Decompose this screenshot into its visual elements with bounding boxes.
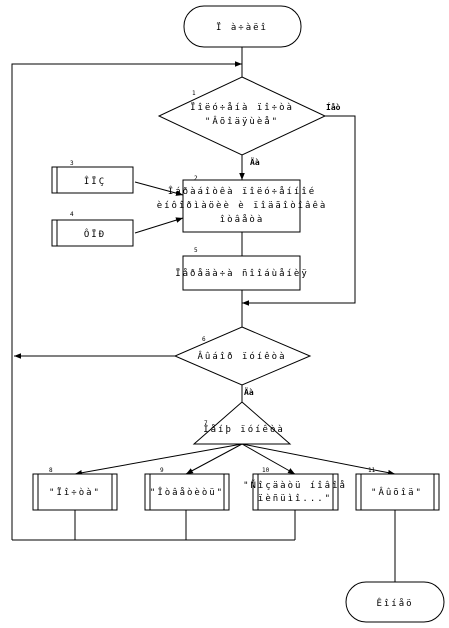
decision1-line2: "Âõîäÿùèå" [205,115,279,127]
box8-number: 8 [49,467,53,474]
box9-label: "Îòâåòèòü" [150,486,224,498]
connector-menu-to-box9 [185,443,243,475]
process2-line3: îòâåòà [220,214,265,225]
box10-number: 10 [262,467,270,474]
connector-menu-to-box10 [241,443,296,475]
triangle7-label: Ìåíþ ïóíêòà [203,423,285,435]
process2-number: 2 [194,175,198,182]
fpr-number: 4 [70,211,74,218]
opz-label: ÎÏÇ [84,175,106,187]
box9-number: 9 [160,467,164,474]
triangle7-number: 7 [204,420,208,427]
box-mail: 8 "Ïî÷òà" [32,467,118,511]
connector-decision1-no [242,115,356,306]
process-send-message: 5 Ïåðåäà÷à ñîîáùåíèÿ [175,247,309,291]
process2-line2: èíôîðìàöèè è ïîäãîòîâêà [157,200,328,211]
decision6-label: Âûáîð ïóíêòà [197,350,286,362]
loop-back-line [11,61,242,540]
decision-mail-received: 1 Ïîëó÷åíà ïî÷òà "Âõîäÿùèå" Íåò Äà [157,76,341,167]
connector-menu-to-box8 [74,443,243,476]
opz-box: 3 ÎÏÇ [51,160,134,194]
decision6-number: 6 [202,336,206,343]
box-new-letter: 10 "Ñîçäàòü íîâîå ïèñüìî..." [243,467,347,511]
start-terminator: Ï à÷àëî [183,5,302,48]
decision1-no-label: Íåò [326,101,341,112]
start-label: Ï à÷àëî [216,22,268,33]
decision1-yes-label: Äà [250,157,260,167]
connector-menu-to-box11 [241,443,396,476]
fpr-label: ÔÏÐ [84,228,106,240]
decision6-yes-label: Äà [244,387,254,397]
end-label: Êîíåö [376,597,413,609]
box-exit: 11 "Âûõîä" [355,467,440,511]
decision1-line1: Ïîëó÷åíà ïî÷òà [190,102,294,113]
decision1-number: 1 [192,90,196,97]
connector-opz-to-process2 [134,181,184,196]
process5-number: 5 [194,247,198,254]
box-reply: 9 "Îòâåòèòü" [144,467,230,511]
fpr-box: 4 ÔÏÐ [51,211,134,247]
box10-line1: "Ñîçäàòü íîâîå [243,480,347,491]
menu-triangle: 7 Ìåíþ ïóíêòà [192,401,292,445]
process5-label: Ïåðåäà÷à ñîîáùåíèÿ [175,268,309,279]
connector-fpr-to-process2 [134,217,184,234]
box8-label: "Ïî÷òà" [49,487,101,498]
box11-number: 11 [368,467,376,474]
connector-lines [11,47,396,582]
process-handle-info: 2 Îáðàáîòêà ïîëó÷åííîé èíôîðìàöèè è ïîäã… [157,175,328,233]
box10-line2: ïèñüìî..." [258,493,332,504]
box11-label: "Âûõîä" [371,486,423,498]
decision-select-item: 6 Âûáîð ïóíêòà Äà [173,326,312,397]
process2-line1: Îáðàáîòêà ïîëó÷åííîé [168,185,316,197]
opz-number: 3 [70,160,74,167]
end-terminator: Êîíåö [345,581,445,623]
